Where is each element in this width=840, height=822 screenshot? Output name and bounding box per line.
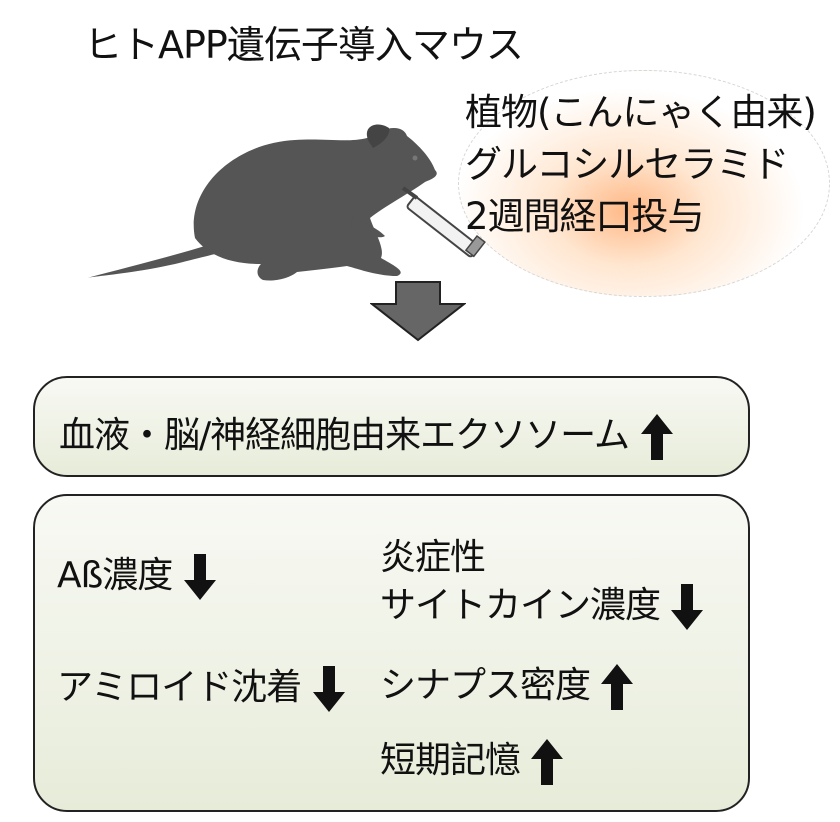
amyloid-label: アミロイド沈着 [57,667,302,708]
exosome-box: 血液・脳/神経細胞由来エクソソーム [33,376,750,477]
treatment-line-2: グルコシルセラミド [465,143,789,186]
treatment-line-3: 2週間経口投与 [465,195,705,238]
up-arrow-icon [601,664,634,710]
memory-label: 短期記憶 [380,740,521,781]
treatment-highlight [458,70,830,297]
down-arrow-icon [370,281,466,342]
up-arrow-icon [531,739,564,785]
mouse-silhouette [87,124,486,281]
page-title: ヒトAPP遺伝子導入マウス [84,23,524,67]
up-arrow-icon [640,414,673,460]
treatment-line-1: 植物(こんにゃく由来) [465,91,817,134]
cytokine-line-2: サイトカイン濃度 [380,585,661,626]
cytokine-line-1: 炎症性 [380,537,486,578]
oral-syringe-icon [401,186,486,258]
down-arrow-icon [671,584,704,630]
exosome-label: 血液・脳/神経細胞由来エクソソーム [59,415,630,456]
down-arrow-icon [183,554,216,600]
abeta-label: Aß濃度 [57,555,173,596]
effects-box: Aß濃度 炎症性 サイトカイン濃度 アミロイド沈着 シナプス密度 短期記憶 [33,494,750,812]
down-arrow-icon [312,666,345,712]
synapse-label: シナプス密度 [380,665,591,706]
